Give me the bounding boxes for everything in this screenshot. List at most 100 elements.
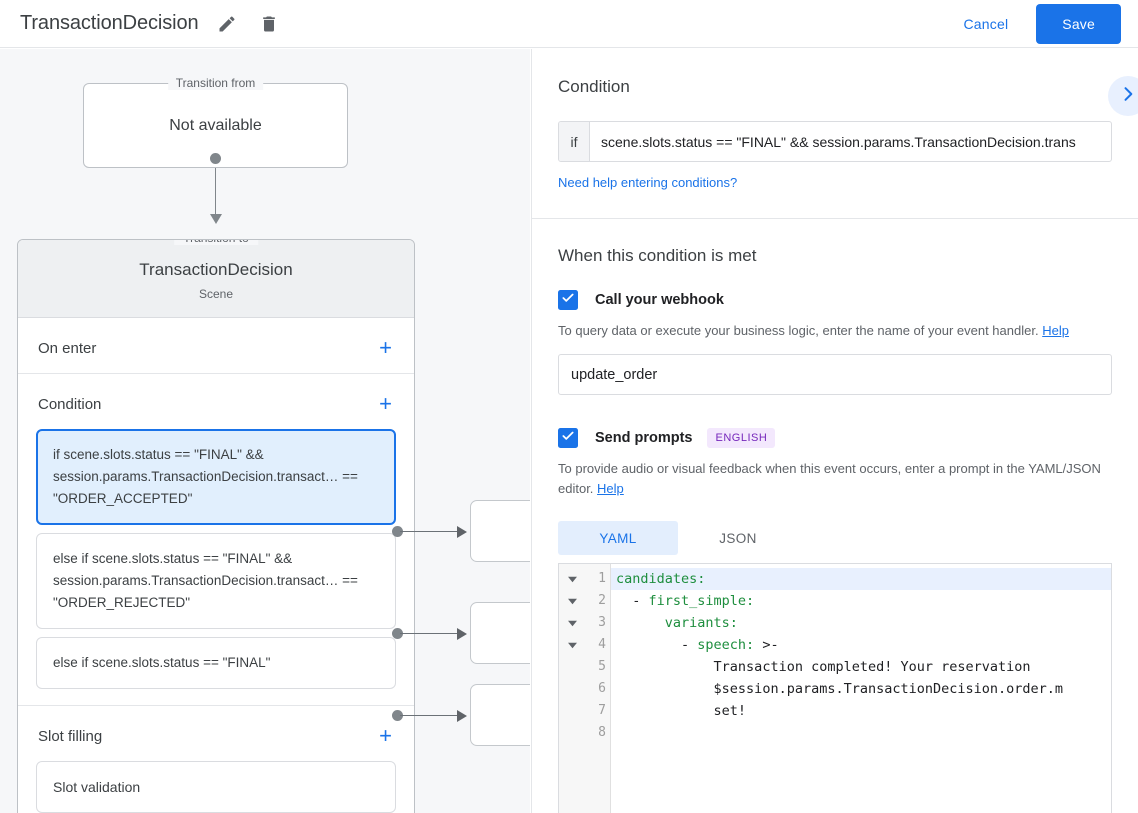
section-header: Slot filling + [18, 706, 414, 761]
edge-line [400, 531, 462, 532]
send-prompts-helper-text: To provide audio or visual feedback when… [558, 461, 1101, 496]
edge-line [400, 633, 462, 634]
condition-list-item[interactable]: else if scene.slots.status == "FINAL" [36, 637, 396, 689]
transition-from-value: Not available [169, 116, 262, 134]
call-webhook-label: Call your webhook [595, 292, 724, 308]
section-on-enter: On enter + [18, 318, 414, 374]
edge-line [400, 715, 462, 716]
fold-caret-icon[interactable] [559, 568, 585, 590]
line-number: 3 [598, 615, 606, 630]
line-number: 6 [598, 681, 606, 696]
line-number: 4 [598, 637, 606, 652]
code-line[interactable]: variants: [664, 615, 738, 631]
edit-button[interactable] [213, 10, 241, 38]
when-condition-met-section: When this condition is met Call your web… [532, 219, 1138, 813]
condition-list: if scene.slots.status == "FINAL" && sess… [18, 429, 414, 705]
scene-card: Transition to TransactionDecision Scene … [17, 239, 415, 813]
call-webhook-help-link[interactable]: Help [1042, 323, 1069, 338]
condition-if-label: if [559, 122, 590, 161]
fold-caret-empty [559, 678, 585, 700]
send-prompts-helper: To provide audio or visual feedback when… [558, 459, 1112, 499]
fold-caret-icon[interactable] [559, 634, 585, 656]
add-condition-button[interactable]: + [379, 391, 392, 416]
fold-caret-icon[interactable] [559, 612, 585, 634]
add-slot-filling-button[interactable]: + [379, 723, 392, 748]
section-condition: Condition + if scene.slots.status == "FI… [18, 374, 414, 706]
transition-to-legend: Transition to [174, 240, 258, 245]
send-prompts-help-link[interactable]: Help [597, 481, 624, 496]
cancel-button[interactable]: Cancel [963, 15, 1009, 32]
fold-caret-icon[interactable] [559, 590, 585, 612]
delete-button[interactable] [255, 10, 283, 38]
when-condition-met-heading: When this condition is met [558, 246, 757, 265]
fold-gutter[interactable] [559, 564, 585, 813]
code-line[interactable] [611, 722, 1111, 744]
condition-help-link[interactable]: Need help entering conditions? [558, 175, 738, 190]
code-line[interactable]: candidates: [611, 568, 1111, 590]
call-webhook-helper-text: To query data or execute your business l… [558, 323, 1039, 338]
chevron-right-icon [1118, 84, 1138, 109]
call-webhook-checkbox[interactable] [558, 290, 578, 310]
edge-arrow-icon [457, 710, 467, 722]
trash-icon [259, 14, 279, 34]
add-on-enter-button[interactable]: + [379, 335, 392, 360]
fold-caret-empty [559, 700, 585, 722]
target-node[interactable] [470, 500, 530, 562]
send-prompts-checkbox[interactable] [558, 428, 578, 448]
scene-kind: Scene [198, 287, 234, 301]
check-icon [561, 291, 575, 310]
connector-line [215, 168, 216, 220]
collapse-panel-button[interactable] [1108, 76, 1138, 116]
webhook-handler-input[interactable] [558, 354, 1112, 395]
edge-dot [392, 628, 403, 639]
save-button[interactable]: Save [1036, 3, 1121, 44]
target-node[interactable] [470, 684, 530, 746]
send-prompts-label: Send prompts [595, 430, 693, 446]
section-slot-filling: Slot filling + Slot validation [18, 706, 414, 813]
fold-caret-empty [559, 722, 585, 744]
fold-caret-empty [559, 656, 585, 678]
call-webhook-helper: To query data or execute your business l… [558, 321, 1112, 341]
condition-list-item[interactable]: else if scene.slots.status == "FINAL" &&… [36, 533, 396, 629]
slot-filling-list: Slot validation [18, 761, 414, 813]
code-line[interactable]: Transaction completed! Your reservation [713, 659, 1031, 675]
pencil-icon [217, 14, 237, 34]
condition-heading: Condition [558, 77, 630, 96]
top-bar-actions: Cancel Save [950, 3, 1138, 44]
line-number: 7 [598, 703, 606, 718]
section-header: Condition + [18, 374, 414, 429]
target-node[interactable] [470, 602, 530, 664]
scene-name: TransactionDecision [139, 260, 293, 279]
condition-list-item[interactable]: if scene.slots.status == "FINAL" && sess… [36, 429, 396, 525]
condition-input-row[interactable]: if [558, 121, 1112, 162]
section-title-condition: Condition [38, 395, 102, 413]
page-title: TransactionDecision [20, 12, 199, 34]
edge-dot [392, 710, 403, 721]
line-number: 5 [598, 659, 606, 674]
transition-from-legend: Transition from [167, 76, 264, 90]
code-line[interactable]: - speech: >- [616, 637, 779, 653]
editor-tabs: YAML JSON [558, 521, 1112, 555]
code-line[interactable]: - first_simple: [616, 593, 755, 609]
edge-dot [392, 526, 403, 537]
code-line[interactable]: set! [713, 703, 747, 719]
condition-input[interactable] [590, 122, 1111, 161]
tab-yaml[interactable]: YAML [558, 521, 678, 555]
code-content-area[interactable]: candidates: - first_simple: variants: - … [611, 564, 1111, 813]
top-bar: TransactionDecision Cancel Save [0, 0, 1138, 48]
tab-json[interactable]: JSON [719, 530, 757, 546]
edge-arrow-icon [457, 526, 467, 538]
check-icon [561, 429, 575, 448]
send-prompts-row: Send prompts ENGLISH [558, 428, 1112, 448]
slot-validation-item[interactable]: Slot validation [36, 761, 396, 813]
code-line[interactable]: $session.params.TransactionDecision.orde… [713, 681, 1064, 697]
scene-header[interactable]: TransactionDecision Scene [18, 240, 414, 318]
edge-arrow-icon [457, 628, 467, 640]
scene-graph-canvas[interactable]: Transition from Not available Transition… [0, 49, 530, 813]
section-title-on-enter: On enter [38, 339, 97, 357]
condition-section: Condition if Need help entering conditio… [532, 49, 1138, 219]
details-panel: Condition if Need help entering conditio… [531, 49, 1138, 813]
connector-arrow-icon [210, 214, 222, 224]
section-header: On enter + [18, 318, 414, 373]
